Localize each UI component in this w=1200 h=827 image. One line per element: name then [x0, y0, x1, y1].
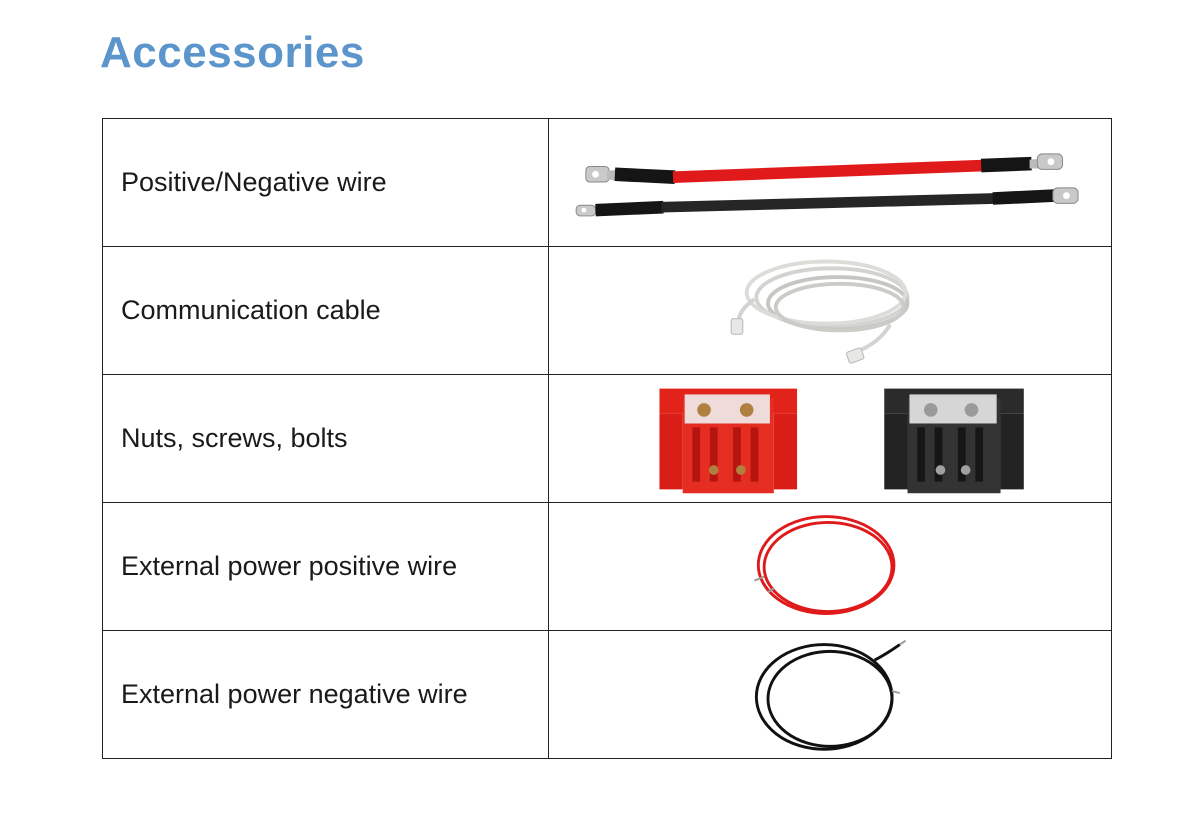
terminal-blocks-icon	[659, 388, 1024, 494]
black-wire-coil-icon	[754, 639, 907, 751]
table-row: External power negative wire	[102, 630, 1112, 759]
accessory-image	[548, 374, 1112, 503]
red-wire-coil-icon	[754, 515, 896, 615]
table-row: Nuts, screws, bolts	[102, 374, 1112, 503]
table-row: Communication cable	[102, 246, 1112, 375]
accessory-name: External power negative wire	[102, 630, 549, 759]
table-row: Positive/Negative wire	[102, 118, 1112, 247]
accessory-name: External power positive wire	[102, 502, 549, 631]
accessory-image	[548, 118, 1112, 247]
network-cable-icon	[730, 259, 910, 364]
accessory-image	[548, 502, 1112, 631]
page-title: Accessories	[100, 28, 365, 77]
accessory-name: Positive/Negative wire	[102, 118, 549, 247]
accessory-image	[548, 246, 1112, 375]
accessory-name: Nuts, screws, bolts	[102, 374, 549, 503]
accessory-image	[548, 630, 1112, 759]
accessories-table: Positive/Negative wire	[102, 118, 1112, 759]
accessory-name: Communication cable	[102, 246, 549, 375]
battery-cables-icon	[575, 153, 1079, 217]
table-row: External power positive wire	[102, 502, 1112, 631]
